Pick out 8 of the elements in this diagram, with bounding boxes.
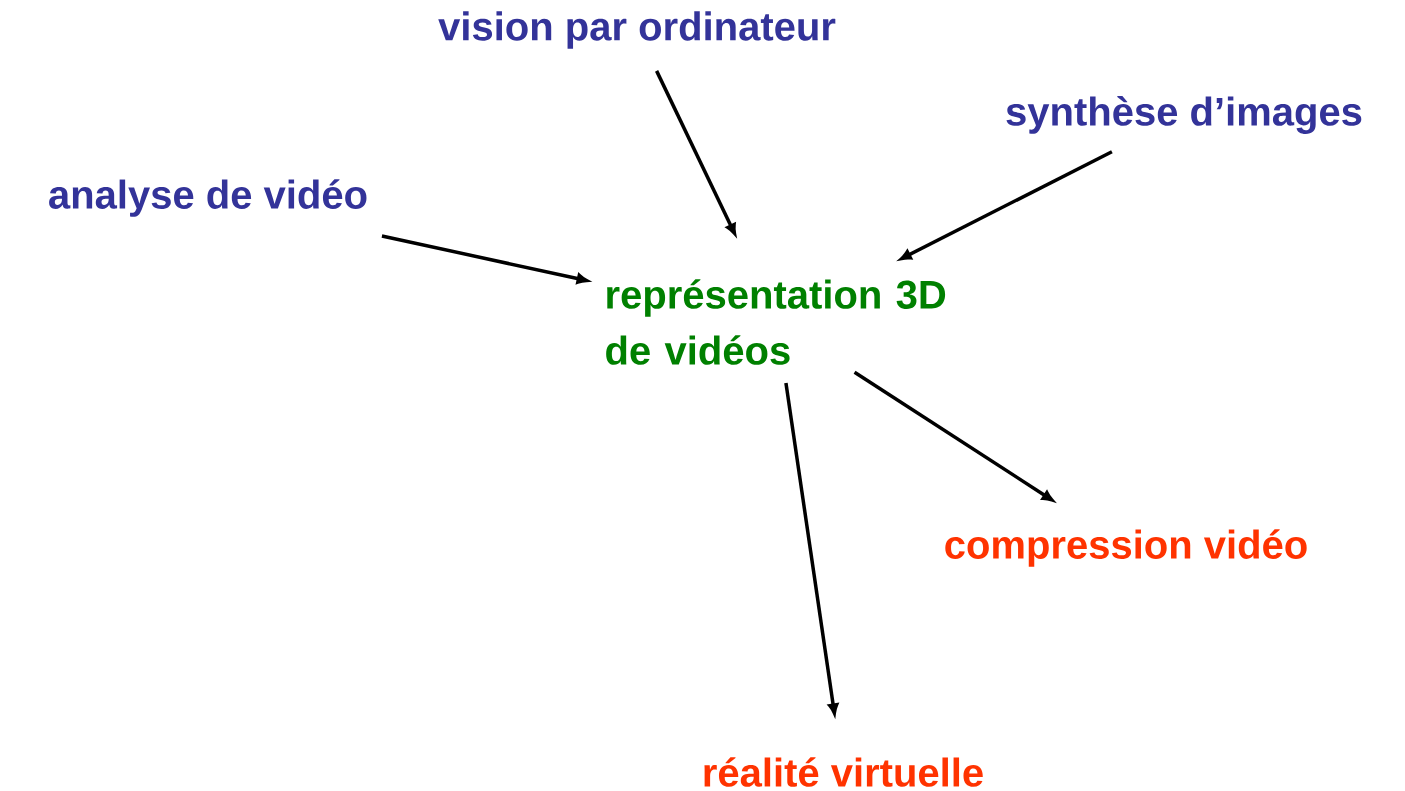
- topic-label: analyse de vidéo: [49, 179, 367, 217]
- arrow: [899, 150, 1113, 261]
- arrow: [853, 370, 1054, 502]
- topic-label: représentation 3D de vidéos: [606, 279, 946, 365]
- topic-label: vision par ordinateur: [438, 11, 836, 49]
- topic-label: réalité virtuelle: [704, 757, 983, 787]
- topic-label: compression vidéo: [945, 529, 1307, 567]
- topic-label: synthèse d’images: [1006, 96, 1362, 134]
